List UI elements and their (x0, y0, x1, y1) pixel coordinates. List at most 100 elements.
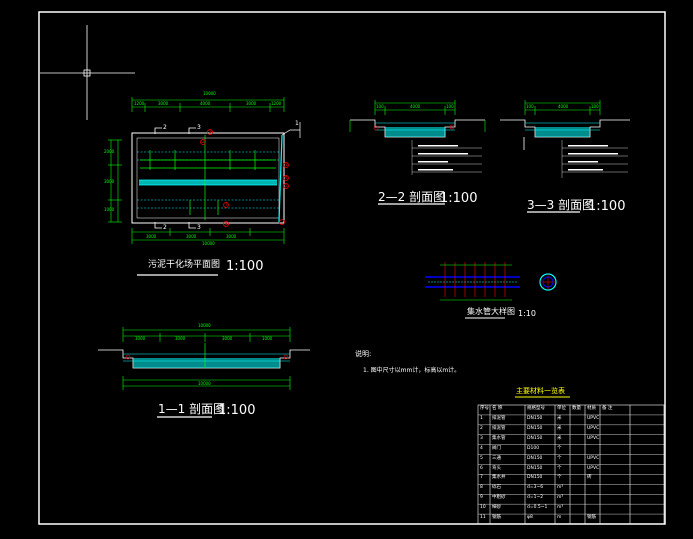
material-table-header-cell: 材质 (587, 406, 596, 411)
plan-callout-4: 4 (285, 175, 288, 180)
notes-line-1: 1. 图中尺寸以mm计，标高以m计。 (363, 367, 461, 374)
crosshair-cursor (40, 25, 135, 120)
material-table-cell: 三通 (492, 455, 501, 461)
material-table-cell: m³ (557, 495, 564, 501)
material-table-cell: DN150 (527, 415, 543, 421)
s33-dim-1: 4000 (558, 104, 569, 109)
material-table-cell: UPVC (587, 425, 600, 431)
drawing-border (38, 11, 666, 525)
plan-callout-7: 7 (225, 202, 228, 207)
plan-dim-left-2: 1000 (104, 207, 115, 212)
material-table-cell: 集水井 (492, 475, 506, 481)
detail-scale: 1:10 (518, 309, 536, 318)
material-table-cell: 中粗砂 (492, 495, 506, 501)
material-table-cell: UPVC (587, 465, 600, 471)
material-table-cell: 细砂 (492, 505, 501, 511)
plan-dim-top-2: 3000 (158, 101, 169, 106)
material-table-cell: 10 (480, 505, 486, 511)
plan-callout-1: 1 (209, 129, 212, 134)
notes-heading: 说明: (355, 350, 372, 358)
material-table-cell: 3 (480, 435, 483, 441)
material-table-cell: d=0.5~1 (527, 505, 548, 511)
plan-dim-bottom-0: 3000 (146, 234, 157, 239)
plan-callout-8: 8 (225, 221, 228, 226)
material-table-header-cell: 单位 (557, 406, 566, 411)
plan-title: 污泥干化场平面图 (148, 260, 221, 270)
material-table-cell: 11 (480, 515, 486, 521)
s22-dim-0: 100 (376, 104, 384, 109)
material-table-cell: DN150 (527, 455, 543, 461)
detail-title: 集水管大样图 (467, 307, 515, 316)
section-3-3 (500, 100, 630, 213)
s22-dim-1: 4000 (410, 104, 421, 109)
s11-dim-mid-1: 3000 (175, 336, 186, 341)
collector-pipe-detail (425, 262, 557, 319)
plan-dim-top-5: 1200 (271, 101, 282, 106)
s11-dim-mid-3: 1000 (262, 336, 273, 341)
material-table-cell: 个 (557, 475, 562, 481)
material-table-cell: 1 (480, 415, 483, 421)
section-3-3-scale: 1:100 (588, 199, 626, 214)
plan-callout-3: 3 (285, 162, 288, 167)
plan-callout-2: 2 (202, 139, 205, 144)
material-table-cell: 米 (557, 425, 562, 431)
s22-dim-2: 100 (446, 104, 454, 109)
s11-dim-top: 10000 (198, 323, 211, 328)
plan-mark-3-top: 3 (197, 124, 201, 131)
material-table-cell: DN150 (527, 435, 543, 441)
material-table-cell: d=1~2 (527, 495, 544, 501)
plan-dim-bottom-2: 3000 (226, 234, 237, 239)
plan-dim-bottom-total: 10000 (202, 241, 215, 246)
section-1-1-scale: 1:100 (218, 403, 256, 418)
plan-scale: 1:100 (226, 259, 264, 274)
material-table-header-cell: 名 称 (492, 406, 503, 411)
material-table-cell: DN150 (527, 475, 543, 481)
material-table-cell: UPVC (587, 435, 600, 441)
material-table-header-cell: 序号 (480, 406, 489, 411)
material-table-cell: 弯头 (492, 465, 501, 471)
s11-dim-mid-2: 3000 (222, 336, 233, 341)
section-2-2-scale: 1:100 (440, 191, 478, 206)
material-table-cell: 个 (557, 445, 562, 451)
section-3-3-title: 3—3 剖面图 (527, 198, 595, 212)
material-table-cell: m³ (557, 505, 564, 511)
material-table-cell: 钢筋 (587, 515, 596, 521)
material-table-cell: 个 (557, 455, 562, 461)
plan-mark-2-top: 2 (163, 124, 167, 131)
material-table-cell: DN150 (527, 425, 543, 431)
section-2-2 (349, 100, 486, 205)
plan-mark-2-bot: 2 (163, 224, 167, 231)
plan-dim-top-4: 3000 (246, 101, 257, 106)
material-table-cell: m³ (557, 485, 564, 491)
material-table-header-cell: 规格型号 (527, 406, 545, 411)
plan-callout-5: 5 (285, 183, 288, 188)
section-1-1 (98, 327, 310, 418)
material-table-cell: 个 (557, 465, 562, 471)
material-table-cell: 6 (480, 465, 483, 471)
section-1-1-title: 1—1 剖面图 (158, 402, 226, 416)
material-table-row-lines (478, 414, 664, 515)
material-table-cell: 阀门 (492, 445, 501, 451)
material-table-cell: 钢筋 (492, 515, 501, 521)
plan-view (108, 97, 301, 276)
material-table-cell: DN150 (527, 465, 543, 471)
material-table-cell: 5 (480, 455, 483, 461)
section-2-2-title: 2—2 剖面图 (378, 190, 446, 204)
material-table-cell: 2 (480, 425, 483, 431)
s11-dim-bottom: 10000 (198, 381, 211, 386)
material-table-title: 主要材料一览表 (516, 387, 565, 395)
s11-dim-mid-0: 3000 (135, 336, 146, 341)
material-table-cell: UPVC (587, 455, 600, 461)
material-table-cell: 米 (557, 415, 562, 421)
material-table-cell: 4 (480, 445, 483, 451)
s33-dim-2: 100 (591, 104, 599, 109)
material-table-cell: 9 (480, 495, 483, 501)
material-table-cell: 8 (480, 485, 483, 491)
plan-dim-total: 10000 (203, 91, 216, 96)
plan-dim-left-0: 2000 (104, 149, 115, 154)
material-table-header-cell: 备 注 (602, 406, 613, 411)
material-table-cell: 排泥管 (492, 415, 506, 421)
material-table-cell: m (557, 515, 562, 521)
material-table-cell: 米 (557, 435, 562, 441)
